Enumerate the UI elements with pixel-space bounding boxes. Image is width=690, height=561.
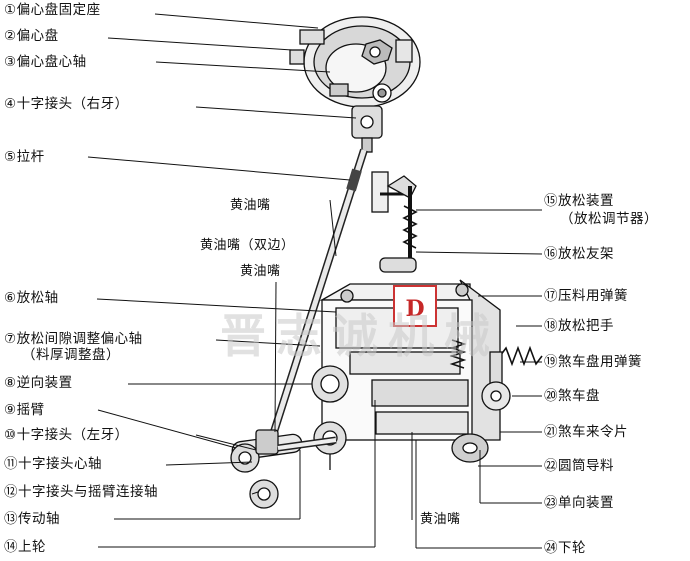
label-15: ⑮放松装置 — [544, 193, 614, 209]
label-13: ⑬传动轴 — [4, 511, 60, 527]
tie-rod — [268, 148, 368, 440]
label-8: ⑧逆向装置 — [4, 375, 73, 391]
brand-logo — [393, 285, 437, 327]
label-11: ⑪十字接头心轴 — [4, 456, 102, 472]
label-21: ㉑煞车来令片 — [544, 424, 628, 440]
logo-letter: D — [405, 296, 424, 322]
label-19: ⑲煞车盘用弹簧 — [544, 354, 642, 370]
label-12: ⑫十字接头与摇臂连接轴 — [4, 484, 158, 500]
label-4: ④十字接头（右牙） — [4, 96, 129, 112]
grease-note-2: 黄油嘴（双边） — [200, 238, 295, 253]
label-16: ⑯放松友架 — [544, 246, 614, 262]
label-1: ①偏心盘固定座 — [4, 2, 101, 18]
label-2: ②偏心盘 — [4, 28, 59, 44]
label-5: ⑤拉杆 — [4, 149, 45, 165]
label-7-sub: （料厚调整盘） — [22, 347, 120, 363]
swing-arm — [230, 429, 337, 509]
grease-note-1: 黄油嘴 — [230, 198, 271, 213]
label-3: ③偏心盘心轴 — [4, 54, 87, 70]
label-14: ⑭上轮 — [4, 539, 46, 555]
brake-assembly — [481, 345, 543, 411]
label-17: ⑰压料用弹簧 — [544, 288, 628, 304]
cross-joint-right — [351, 105, 383, 153]
label-23: ㉓单向装置 — [544, 495, 614, 511]
lower-wheel — [451, 433, 489, 463]
label-24: ㉔下轮 — [544, 540, 586, 556]
eccentric-disc — [289, 16, 421, 108]
watermark: 晋志诚机械 — [220, 309, 500, 363]
grease-note-4: 黄油嘴 — [420, 512, 461, 527]
label-9: ⑨摇臂 — [4, 402, 45, 418]
grease-note-3: 黄油嘴 — [240, 264, 281, 279]
release-adjuster — [371, 171, 418, 273]
label-10: ⑩十字接头（左牙） — [4, 427, 129, 443]
label-15-sub: （放松调节器） — [560, 211, 658, 227]
label-18: ⑱放松把手 — [544, 318, 614, 334]
label-22: ㉒圆筒导料 — [544, 458, 614, 474]
leader-lines — [87, 13, 543, 549]
label-20: ⑳煞车盘 — [544, 388, 600, 404]
label-7: ⑦放松间隙调整偏心轴 — [4, 331, 143, 347]
label-6: ⑥放松轴 — [4, 290, 59, 306]
